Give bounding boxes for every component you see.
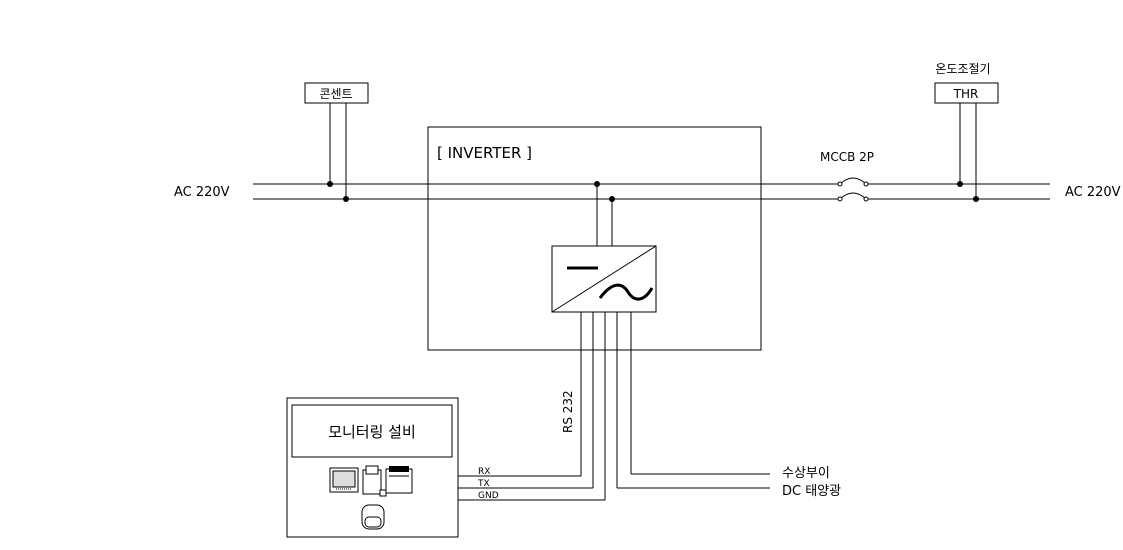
monitor-icon (329, 467, 359, 493)
monitoring-title-box (291, 404, 453, 458)
outlet-label: 콘센트 (319, 87, 352, 101)
thermostat-title: 온도조절기 (935, 62, 990, 76)
rs232-label: RS 232 (561, 390, 575, 433)
ac-right-label: AC 220V (1065, 185, 1121, 200)
inverter-box (427, 126, 762, 351)
thermostat-label: THR (953, 87, 979, 101)
floating-pv-label-1: 수상부이 (782, 466, 830, 481)
inverter-junction-1 (594, 181, 600, 187)
monitoring-label: 모니터링 설비 (328, 423, 416, 441)
tx-label: TX (477, 479, 490, 489)
monitoring-outer-box (286, 397, 459, 538)
inverter-junction-2 (609, 196, 615, 202)
ac-left-label: AC 220V (174, 185, 230, 200)
gnd-label: GND (478, 491, 499, 501)
thermostat-junction-1 (957, 181, 963, 187)
thermostat-junction-2 (973, 196, 979, 202)
inverter-label: [ INVERTER ] (437, 144, 532, 162)
dc-ac-converter-symbol (551, 245, 657, 313)
pc-tower-icon (362, 465, 387, 497)
outlet-box (304, 82, 369, 104)
mccb-breaker-symbol (837, 177, 869, 202)
outlet-junction-1 (327, 181, 333, 187)
chair-icon (361, 504, 385, 530)
mccb-label: MCCB 2P (820, 150, 874, 164)
outlet-junction-2 (343, 196, 349, 202)
thermostat-box (934, 82, 999, 104)
rx-label: RX (478, 467, 490, 477)
floating-pv-label-2: DC 태양광 (782, 484, 841, 499)
printer-icon (385, 466, 413, 494)
